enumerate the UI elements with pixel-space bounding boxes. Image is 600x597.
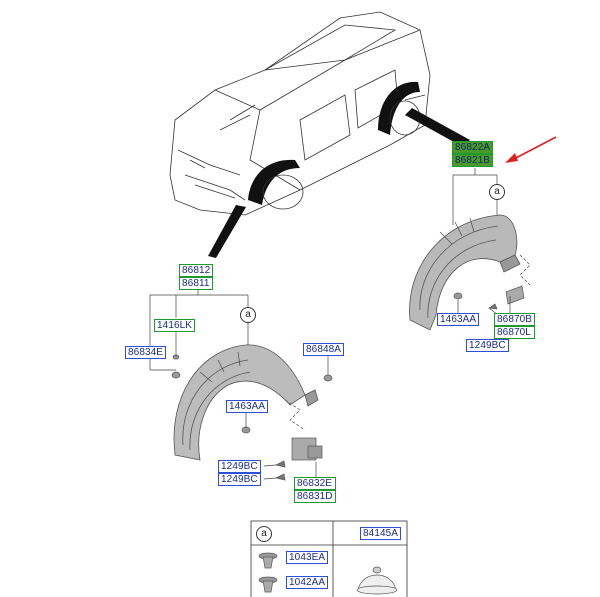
rear-small-parts [453,285,525,310]
callout-1463aa-front[interactable]: 1463AA [226,400,269,413]
rear-bracket-callouts[interactable]: 86870B 86870L [494,313,536,339]
front-connector-stripe [208,205,246,258]
rear-liner-callout[interactable]: 86822A 86821B [452,141,494,167]
table-header-84145a[interactable]: 84145A [360,527,402,540]
front-liner-callout[interactable]: 86812 86811 [179,264,214,290]
callout-86870b[interactable]: 86870B [494,313,536,326]
callout-86822a[interactable]: 86822A [452,141,494,154]
front-wheel [262,174,304,210]
front-liner-drawing [173,344,319,461]
callout-86870l[interactable]: 86870L [494,326,536,339]
detail-marker-rear: a [489,184,505,200]
callout-1416lk[interactable]: 1416LK [154,319,196,332]
table-row-1042aa[interactable]: 1042AA [286,576,329,589]
callout-1249bc-rear[interactable]: 1249BC [466,339,509,352]
parts-table [250,520,408,597]
callout-86831d[interactable]: 86831D [294,490,336,503]
callout-1249bc-1[interactable]: 1249BC [218,460,261,473]
rear-liner-drawing [409,214,521,331]
table-fastener-icons [258,552,398,595]
detail-marker-front: a [240,307,256,323]
callout-1249bc-2[interactable]: 1249BC [218,473,261,486]
callout-86811[interactable]: 86811 [179,277,214,290]
front-bracket-callouts[interactable]: 86832E 86831D [294,477,336,503]
callout-86821b[interactable]: 86821B [452,154,494,167]
front-small-parts [171,354,333,481]
callout-1463aa-rear[interactable]: 1463AA [437,313,480,326]
rear-connector-stripe [405,108,470,147]
table-row-1043ea[interactable]: 1043EA [286,551,329,564]
front-wheel-arch [248,159,300,205]
rear-wheel-arch [378,81,420,135]
callout-86832e[interactable]: 86832E [294,477,336,490]
table-header-marker: a [256,526,272,542]
callout-86812[interactable]: 86812 [179,264,214,277]
front-screw-callouts[interactable]: 1249BC 1249BC [218,460,261,486]
front-leader-lines [149,288,329,480]
callout-86834e[interactable]: 86834E [125,346,167,359]
callout-86848a[interactable]: 86848A [303,343,345,356]
red-arrow [505,136,557,163]
